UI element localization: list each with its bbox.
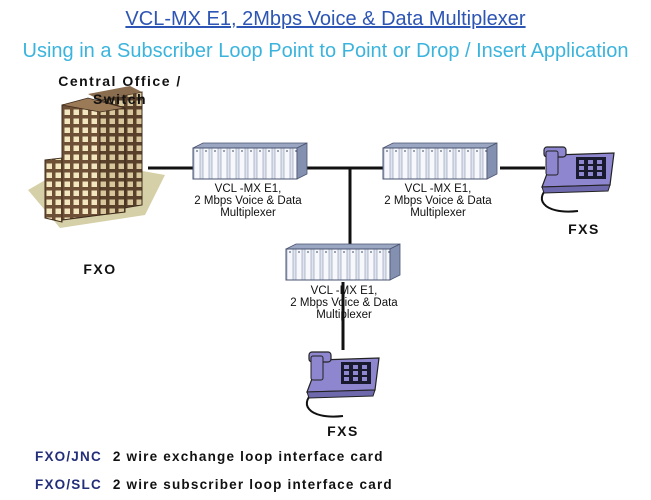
multiplexer-label: VCL -MX E1, 2 Mbps Voice & Data Multiple… — [173, 183, 323, 219]
legend-code: FXO/JNC — [35, 449, 102, 464]
multiplexer-label-line2: 2 Mbps Voice & Data — [384, 195, 492, 207]
multiplexer-label-line3: Multiplexer — [410, 207, 466, 219]
legend-description: 2 wire exchange loop interface card — [112, 449, 384, 464]
multiplexer-label-line2: 2 Mbps Voice & Data — [290, 297, 398, 309]
multiplexer-label-line1: VCL -MX E1, — [404, 183, 472, 195]
multiplexer-label-line3: Multiplexer — [220, 207, 276, 219]
multiplexer-label: VCL -MX E1, 2 Mbps Voice & Data Multiple… — [363, 183, 513, 219]
fxs-label: FXS — [327, 423, 359, 439]
central-office-line1: Central Office / — [58, 73, 182, 89]
multiplexer-label-line2: 2 Mbps Voice & Data — [194, 195, 302, 207]
central-office-label: Central Office / Switch — [40, 72, 200, 108]
multiplexer-icon — [192, 142, 308, 180]
multiplexer-label-line1: VCL -MX E1, — [310, 285, 378, 297]
multiplexer-icon — [285, 243, 401, 281]
telephone-icon — [305, 351, 380, 418]
diagram-title: VCL-MX E1, 2Mbps Voice & Data Multiplexe… — [125, 8, 526, 30]
legend-row: FXO/JNC 2 wire exchange loop interface c… — [35, 449, 384, 464]
diagram-subtitle: Using in a Subscriber Loop Point to Poin… — [22, 40, 629, 62]
multiplexer-icon — [382, 142, 498, 180]
legend-code: FXO/SLC — [35, 477, 102, 492]
building-icon — [28, 86, 165, 228]
legend-description: 2 wire subscriber loop interface card — [112, 477, 393, 492]
fxs-label: FXS — [568, 221, 600, 237]
connection-lines — [148, 166, 545, 350]
legend-row: FXO/SLC 2 wire subscriber loop interface… — [35, 477, 393, 492]
central-office-line2: Switch — [92, 91, 148, 107]
fxo-label: FXO — [83, 261, 117, 277]
multiplexer-label: VCL -MX E1, 2 Mbps Voice & Data Multiple… — [269, 285, 419, 321]
multiplexer-label-line1: VCL -MX E1, — [214, 183, 282, 195]
telephone-icon — [540, 146, 615, 213]
multiplexer-label-line3: Multiplexer — [316, 309, 372, 321]
